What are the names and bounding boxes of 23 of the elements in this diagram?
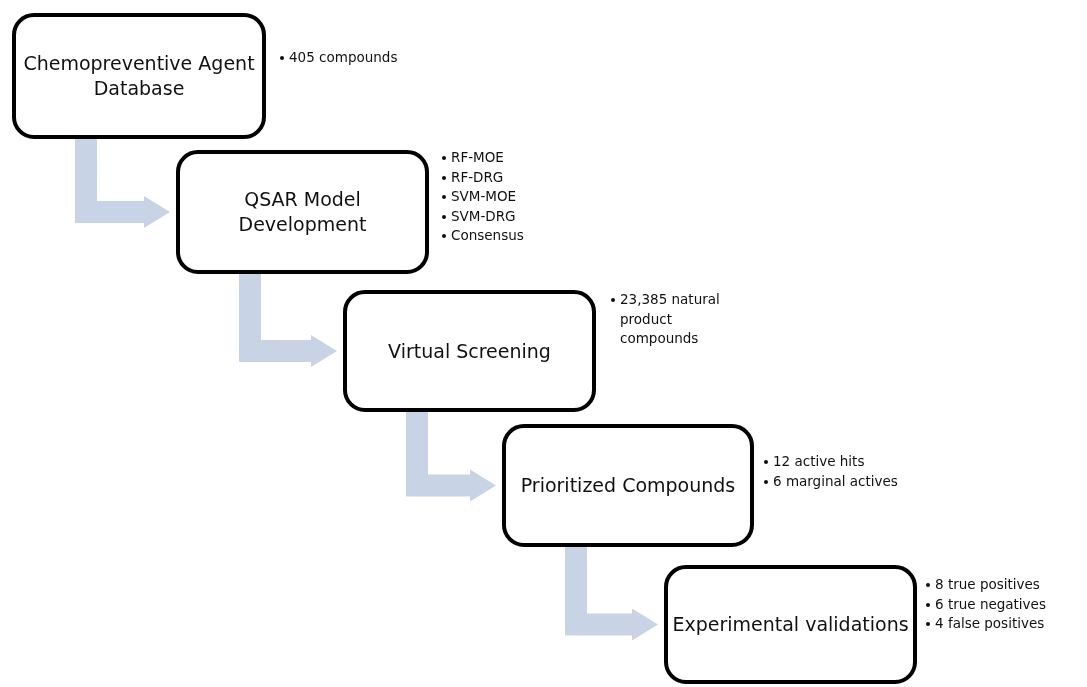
step-title: Experimental validations <box>672 612 909 637</box>
process-box <box>12 13 266 139</box>
bullet-note: SVM-MOE <box>451 188 517 205</box>
process-box <box>176 150 429 274</box>
step-title: Prioritized Compounds <box>520 473 736 498</box>
bullet-note: 6 true negatives <box>935 595 1046 612</box>
bullet-note: Consensus <box>451 227 524 244</box>
process-box <box>343 290 596 412</box>
bullet-note: 23,385 natural product compounds <box>620 291 720 347</box>
bullet-note: RF-DRG <box>451 168 504 185</box>
bullet-note: 12 active hits <box>773 453 865 469</box>
bullet-note: 8 true positives <box>935 576 1040 592</box>
process-box <box>664 565 917 684</box>
step-title: Chemopreventive Agent Database <box>22 51 256 101</box>
process-box <box>502 424 754 547</box>
bullet-note: RF-MOE <box>451 149 504 165</box>
step-title: Virtual Screening <box>388 338 551 364</box>
step-title: QSAR Model Development <box>237 187 368 237</box>
elbow-arrow <box>565 546 658 641</box>
bullet-note: 4 false positives <box>935 615 1045 632</box>
bullet-note: 6 marginal actives <box>773 472 898 489</box>
bullet-note: 405 compounds <box>289 49 398 65</box>
bullet-note: SVM-DRG <box>451 207 516 224</box>
